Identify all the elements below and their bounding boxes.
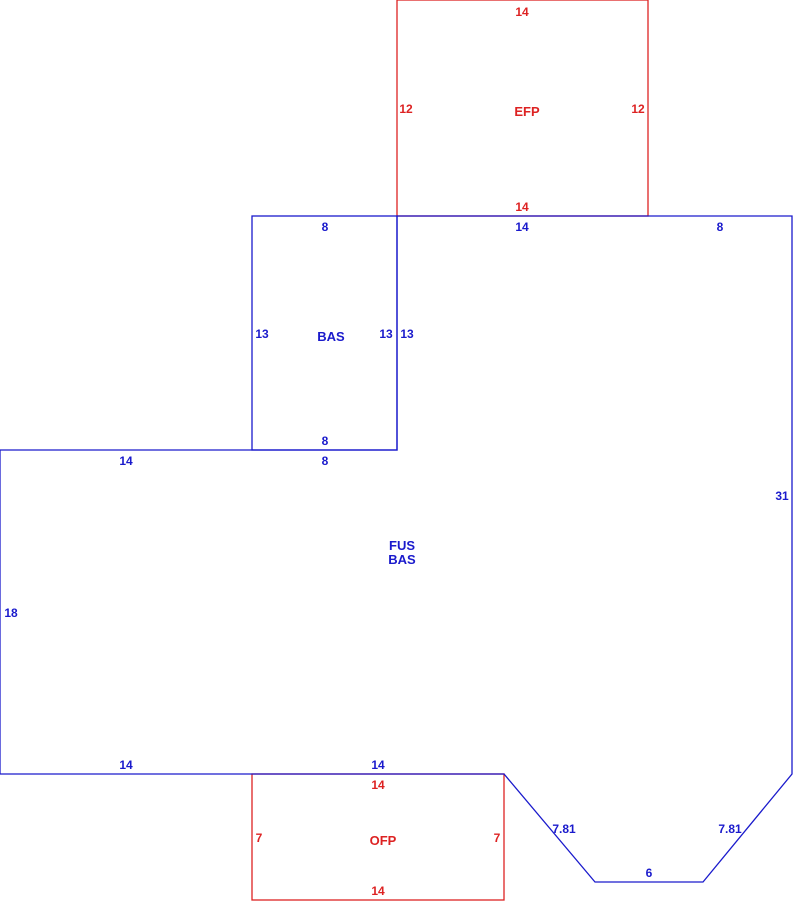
main-outline bbox=[0, 215, 793, 883]
bay-bottom-dim: 6 bbox=[646, 866, 653, 880]
main-inner-left-dim: 13 bbox=[400, 327, 414, 341]
main-top-right-dim: 8 bbox=[717, 220, 724, 234]
ofp-top-dim: 14 bbox=[371, 778, 385, 792]
main-left-top-dim: 14 bbox=[119, 454, 133, 468]
bas-upper-area-label: BAS bbox=[317, 329, 345, 344]
bas-top-dim: 8 bbox=[322, 220, 329, 234]
ofp-left-dim: 7 bbox=[256, 831, 263, 845]
ofp-right-dim: 7 bbox=[494, 831, 501, 845]
main-area-label-line1: FUS bbox=[389, 538, 415, 553]
bas-right-dim: 13 bbox=[379, 327, 393, 341]
main-top-mid-dim: 14 bbox=[515, 220, 529, 234]
bas-bottom-dim: 8 bbox=[322, 434, 329, 448]
bay-right-dim: 7.81 bbox=[718, 822, 742, 836]
efp-area-label: EFP bbox=[514, 104, 540, 119]
bas-left-dim: 13 bbox=[255, 327, 269, 341]
efp-top-dim: 14 bbox=[515, 5, 529, 19]
main-step-top-dim: 8 bbox=[322, 454, 329, 468]
main-bottom-mid-dim: 14 bbox=[371, 758, 385, 772]
efp-right-dim: 12 bbox=[631, 102, 645, 116]
main-left-dim: 18 bbox=[4, 606, 18, 620]
main-right-dim: 31 bbox=[775, 489, 789, 503]
ofp-bottom-dim: 14 bbox=[371, 884, 385, 898]
efp-bottom-dim: 14 bbox=[515, 200, 529, 214]
ofp-area-label: OFP bbox=[370, 833, 397, 848]
main-area-label-line2: BAS bbox=[388, 552, 416, 567]
bay-left-dim: 7.81 bbox=[552, 822, 576, 836]
main-bottom-left-dim: 14 bbox=[119, 758, 133, 772]
efp-left-dim: 12 bbox=[399, 102, 413, 116]
